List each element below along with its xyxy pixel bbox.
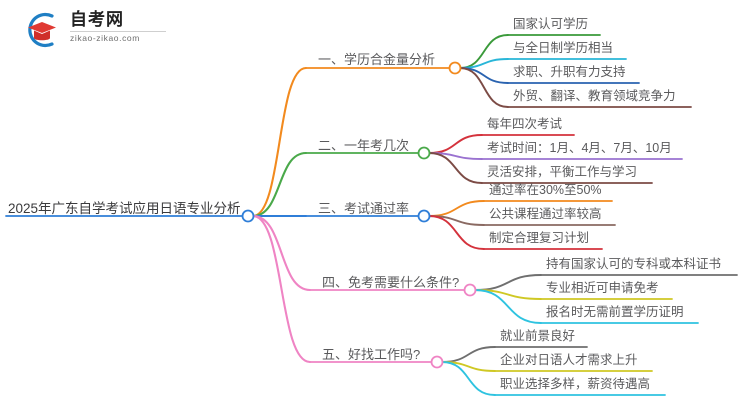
branch-1-edge [251,66,308,218]
branch-1-label[interactable]: 一、学历合金量分析 [318,52,436,67]
logo-divider [70,31,166,32]
branch-4-edge [251,214,312,292]
branch-4-child-3-edge [474,289,542,324]
branch-5-edge [251,214,312,364]
branch-2-node[interactable] [417,146,431,160]
branch-2-label[interactable]: 二、一年考几次 [318,138,410,153]
site-logo[interactable]: 自考网 zikao-zikao.com [22,8,172,52]
branch-3-child-3-edge [428,215,485,250]
branch-1-child-4-edge [459,67,509,108]
branch-2-child-3-label[interactable]: 灵活安排，平衡工作与学习 [487,165,638,179]
branch-1-node[interactable] [448,61,462,75]
branch-3-label[interactable]: 三、考试通过率 [318,201,410,216]
branch-3-node[interactable] [417,209,431,223]
branch-2-edge [251,151,308,218]
branch-3-child-1-label[interactable]: 通过率在30%至50% [489,183,602,197]
branch-3-child-2-edge [428,215,485,226]
branch-2-child-1-edge [428,134,483,154]
branch-5-label[interactable]: 五、好找工作吗? [322,347,421,362]
branch-4-child-1-edge [474,274,542,291]
logo-name: 自考网 [70,10,124,29]
branch-5-child-3-edge [441,361,496,396]
branch-1-child-3-label[interactable]: 求职、升职有力支持 [513,65,626,79]
branch-1-child-4-label[interactable]: 外贸、翻译、教育领域竞争力 [513,89,676,103]
branch-4-label[interactable]: 四、免考需要什么条件? [322,275,460,290]
branch-3-child-1-edge [428,200,485,217]
branch-4-child-1-label[interactable]: 持有国家认可的专科或本科证书 [546,257,722,271]
logo-url: zikao-zikao.com [70,33,140,43]
logo-text: 自考网 zikao-zikao.com [70,10,170,44]
branch-5-child-1-label[interactable]: 就业前景良好 [500,329,576,343]
root-node-label[interactable]: 2025年广东自学考试应用日语专业分析 [8,201,241,216]
branch-5-child-3-label[interactable]: 职业选择多样，薪资待遇高 [500,377,651,391]
logo-mark-icon [28,12,56,48]
branch-1-child-1-label[interactable]: 国家认可学历 [513,17,589,31]
branch-1-child-2-edge [459,58,509,69]
branch-2-child-2-label[interactable]: 考试时间：1月、4月、7月、10月 [487,141,672,155]
branch-3-child-3-label[interactable]: 制定合理复习计划 [489,231,590,245]
branch-4-child-2-label[interactable]: 专业相近可申请免考 [546,281,659,295]
branch-3-child-2-label[interactable]: 公共课程通过率较高 [489,207,602,221]
branch-5-child-1-edge [441,346,496,363]
branch-1-child-2-label[interactable]: 与全日制学历相当 [513,41,614,55]
branch-4-child-2-edge [474,289,542,300]
branch-2-child-1-label[interactable]: 每年四次考试 [487,117,563,131]
branch-5-child-2-edge [441,361,496,372]
root-node[interactable] [241,209,255,223]
branch-1-child-3-edge [459,67,509,84]
branch-2-child-2-edge [428,152,483,160]
branch-4-child-3-label[interactable]: 报名时无需前置学历证明 [546,305,684,319]
branch-1-child-1-edge [459,34,509,69]
branch-4-node[interactable] [463,283,477,297]
branch-5-node[interactable] [430,355,444,369]
branch-2-child-3-edge [428,152,483,184]
branch-5-child-2-label[interactable]: 企业对日语人才需求上升 [500,353,638,367]
